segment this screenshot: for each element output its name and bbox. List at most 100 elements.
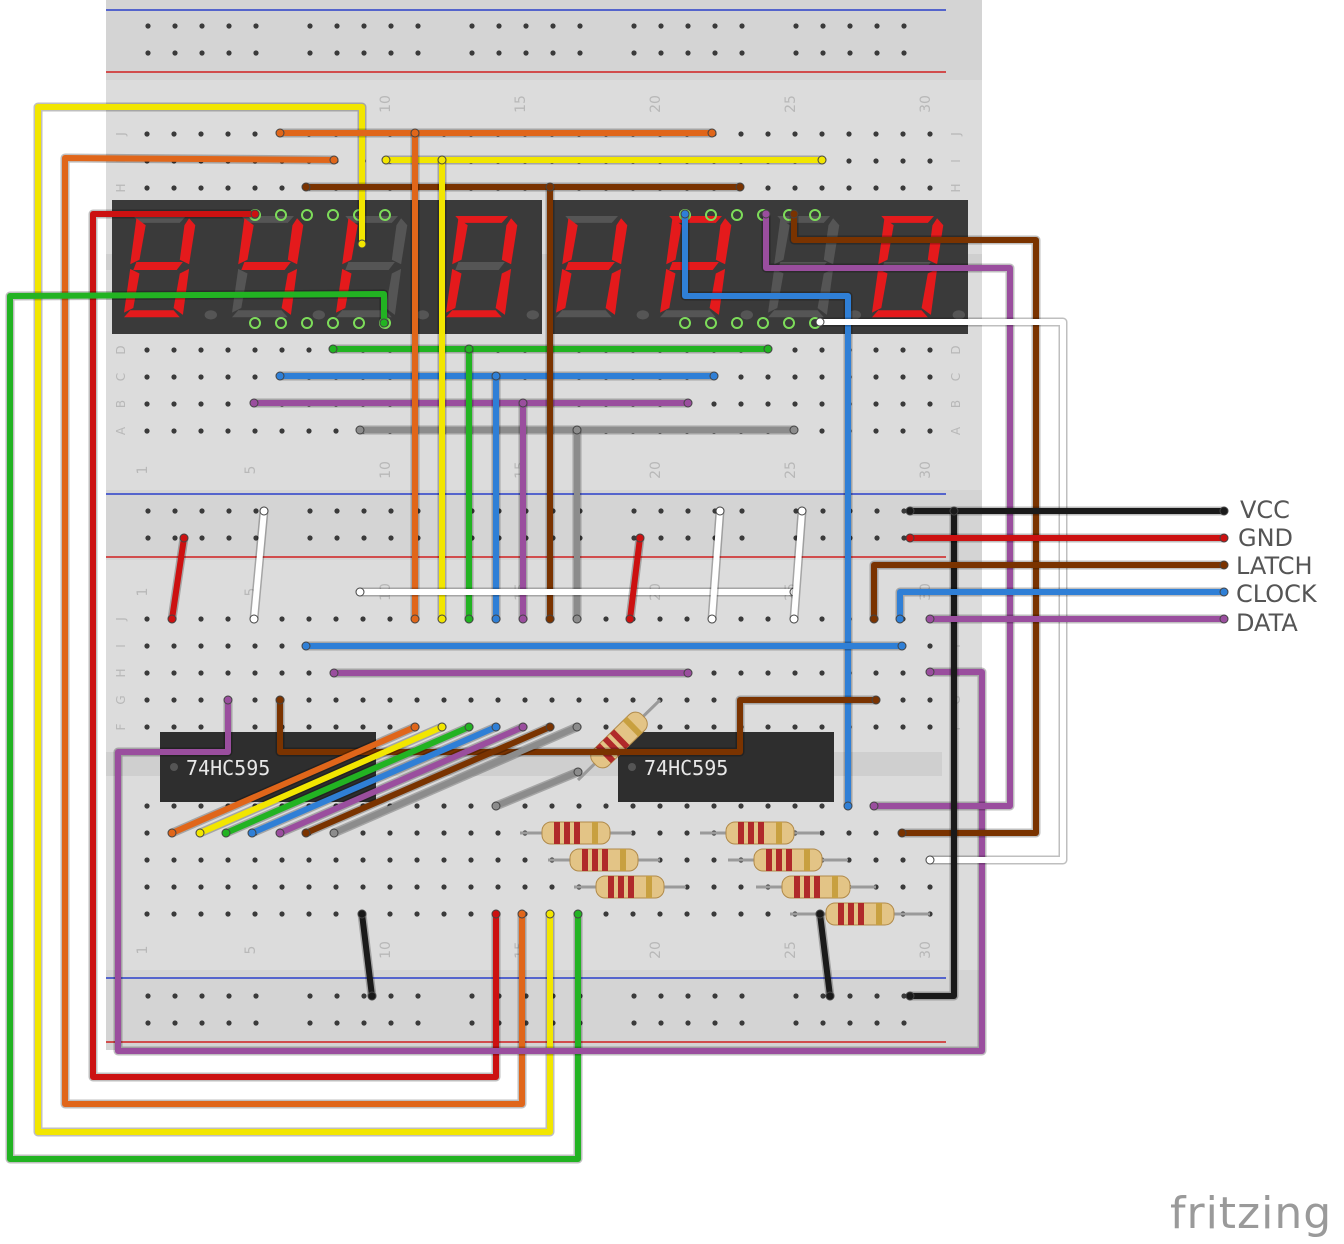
row-letter: D xyxy=(114,345,128,354)
segment-g xyxy=(565,262,615,271)
breadboard-hole xyxy=(171,131,177,137)
breadboard-hole xyxy=(495,884,501,890)
breadboard-hole xyxy=(333,857,339,863)
rail-hole xyxy=(739,535,745,541)
display-pin xyxy=(705,317,717,329)
rail-hole xyxy=(253,23,259,29)
orange-vertical-wire-end xyxy=(410,614,420,624)
yellow-vertical-wire-end xyxy=(437,614,447,624)
rail-hole xyxy=(307,508,313,514)
rail-hole xyxy=(226,535,232,541)
diagonal-bundle-wire-5 xyxy=(277,724,526,836)
rail-hole xyxy=(145,1020,151,1026)
rail-hole xyxy=(901,535,907,541)
rail-hole xyxy=(199,508,205,514)
breadboard-hole xyxy=(198,643,204,649)
gray-short-wire xyxy=(493,769,581,809)
resistor-1 xyxy=(541,821,611,845)
rail-hole xyxy=(361,23,367,29)
white-rail-jumper-1 xyxy=(251,508,267,622)
breadboard-hole xyxy=(684,803,690,809)
blue-display-wire-end xyxy=(680,209,690,219)
breadboard-hole xyxy=(819,616,825,622)
breadboard-hole xyxy=(603,616,609,622)
rail-hole xyxy=(334,535,340,541)
breadboard-hole xyxy=(441,884,447,890)
breadboard-hole xyxy=(468,884,474,890)
rail-hole xyxy=(307,993,313,999)
breadboard-hole xyxy=(711,857,717,863)
black-gnd-jumper-1 xyxy=(359,911,375,999)
white-rail-jumper-3 xyxy=(791,508,805,622)
breadboard-hole xyxy=(603,724,609,730)
rail-hole xyxy=(793,1020,799,1026)
blue-row-c-wire-end xyxy=(275,371,285,381)
segment-e xyxy=(336,268,352,313)
segment-e xyxy=(232,268,248,313)
clock-wire xyxy=(897,589,1227,622)
rail-hole xyxy=(712,993,718,999)
rail-hole xyxy=(739,508,745,514)
rail-hole xyxy=(550,50,556,56)
digit-8 xyxy=(872,216,965,320)
vcc-rail-wire-end xyxy=(949,506,959,516)
display-pin xyxy=(679,317,691,329)
segment-g xyxy=(669,262,719,271)
decimal-point xyxy=(526,310,539,320)
column-number: 25 xyxy=(783,941,799,959)
diagonal-bundle-wire-3 xyxy=(223,724,472,836)
display-pin xyxy=(783,317,795,329)
segment-d xyxy=(336,310,392,318)
display-pin xyxy=(301,317,313,329)
rail-hole xyxy=(658,1020,664,1026)
rail-hole xyxy=(523,23,529,29)
breadboard-hole xyxy=(819,347,825,353)
breadboard-hole xyxy=(468,697,474,703)
rail-hole xyxy=(307,23,313,29)
segment-c xyxy=(921,268,938,315)
rail-hole xyxy=(739,993,745,999)
column-number: 20 xyxy=(648,941,664,959)
orange-loop-wire-end xyxy=(329,155,339,165)
breadboard-hole xyxy=(144,185,150,191)
breadboard-hole xyxy=(576,803,582,809)
breadboard-hole xyxy=(279,857,285,863)
brown-display-wire-end xyxy=(897,828,907,838)
rail-hole xyxy=(334,993,340,999)
white-row-wire-end xyxy=(355,587,365,597)
breadboard-hole xyxy=(927,185,933,191)
purple-loop-wire-end xyxy=(925,667,935,677)
breadboard-hole xyxy=(738,911,744,917)
row-letter: C xyxy=(949,373,963,381)
breadboard-hole xyxy=(927,131,933,137)
breadboard-hole xyxy=(171,803,177,809)
rail-hole xyxy=(145,508,151,514)
row-letter: J xyxy=(114,132,128,137)
breadboard-hole xyxy=(576,697,582,703)
purple-row-b-wire-end xyxy=(249,398,259,408)
rail-hole xyxy=(739,50,745,56)
breadboard-hole xyxy=(711,670,717,676)
segment-b xyxy=(391,218,408,265)
diagonal-bundle-wire-6 xyxy=(303,724,553,836)
rail-hole xyxy=(145,50,151,56)
display-pin xyxy=(705,209,717,221)
segment-a xyxy=(881,216,934,223)
breadboard-hole xyxy=(927,347,933,353)
purple-vertical-wire-end xyxy=(518,614,528,624)
resistor-6 xyxy=(781,875,851,899)
breadboard-hole xyxy=(225,131,231,137)
resistor-5 xyxy=(753,848,823,872)
breadboard-hole xyxy=(900,131,906,137)
segment-e xyxy=(556,268,572,313)
breadboard-hole xyxy=(711,724,717,730)
diagonal-bundle-wire-6-end xyxy=(545,722,555,732)
net-label-clock: CLOCK xyxy=(1236,580,1318,608)
orange-row-j-wire-end xyxy=(707,128,717,138)
display-pin xyxy=(327,317,339,329)
rail-hole xyxy=(793,508,799,514)
breadboard-hole xyxy=(657,830,663,836)
rail-hole xyxy=(388,993,394,999)
gray-vertical-wire-end xyxy=(572,425,582,435)
